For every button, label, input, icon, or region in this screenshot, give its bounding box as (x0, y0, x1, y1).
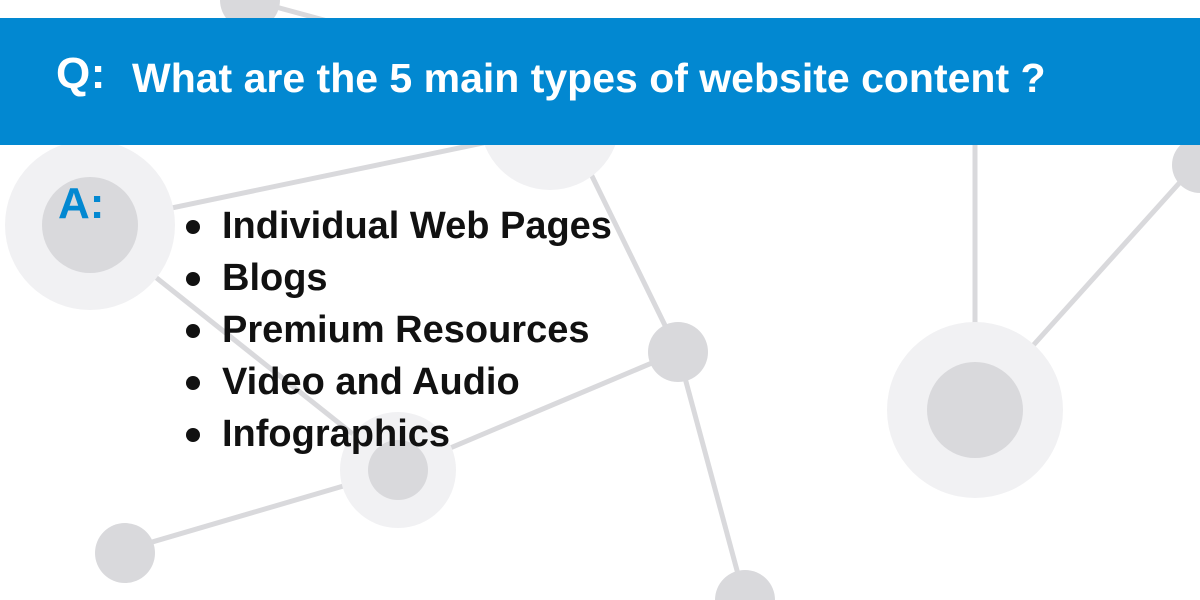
bullet-icon (186, 376, 200, 390)
list-item: Individual Web Pages (186, 200, 612, 252)
question-banner: Q: What are the 5 main types of website … (0, 18, 1200, 145)
bullet-icon (186, 428, 200, 442)
answer-item-text: Infographics (222, 412, 451, 455)
bullet-icon (186, 324, 200, 338)
question-text: What are the 5 main types of website con… (132, 55, 1046, 101)
bullet-icon (186, 272, 200, 286)
answer-item-text: Video and Audio (222, 360, 520, 403)
list-item: Video and Audio (186, 356, 612, 408)
answer-item-text: Premium Resources (222, 308, 590, 351)
question-label: Q: (56, 49, 106, 98)
answer-item-text: Individual Web Pages (222, 204, 612, 247)
list-item: Premium Resources (186, 304, 612, 356)
list-item: Infographics (186, 408, 612, 460)
list-item: Blogs (186, 252, 612, 304)
bullet-icon (186, 220, 200, 234)
answer-list: Individual Web Pages Blogs Premium Resou… (186, 200, 612, 460)
answer-label: A: (58, 179, 105, 228)
answer-item-text: Blogs (222, 256, 328, 299)
